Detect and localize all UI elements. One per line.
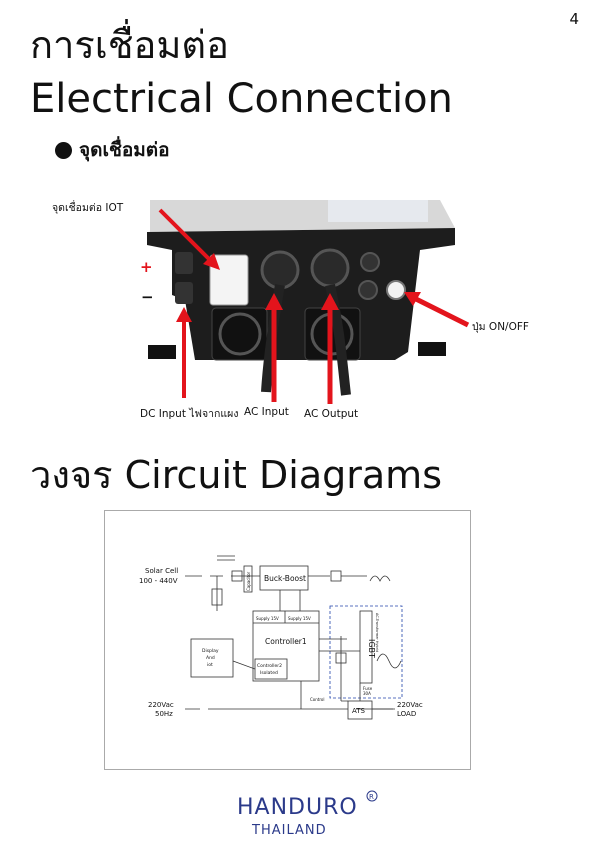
buck-boost-label: Buck-Boost <box>264 574 306 583</box>
plus-label: + <box>140 258 153 276</box>
display-label-3: iot <box>207 662 213 668</box>
ac-input-cable <box>261 284 285 393</box>
page-title-thai: การเชื่อมต่อ <box>30 23 229 67</box>
iot-arrow-line <box>158 208 214 264</box>
control-label: Control <box>310 697 324 702</box>
inverter-label-plate <box>328 200 428 222</box>
minus-label: − <box>141 288 154 306</box>
power-arrow-line <box>414 296 470 328</box>
load-voltage-label: 220Vac <box>397 701 423 709</box>
registered-icon <box>366 790 378 802</box>
controller2-box <box>254 658 288 680</box>
igbt-label: IGBT <box>367 639 376 658</box>
solar-cell-label: Solar Cell <box>145 567 178 575</box>
iot-label: จุดเชื่อมต่อ IOT <box>52 200 124 214</box>
igbt-diode <box>335 652 347 664</box>
ac-wave <box>376 653 402 669</box>
igbt-zone <box>329 605 403 699</box>
dc-input-label: DC Input ไฟจากแผง <box>140 407 238 420</box>
small-gland-bottom <box>358 280 378 300</box>
fan-left-grille <box>218 312 262 356</box>
dc-arrow-head <box>176 307 192 322</box>
igbt-note-label: AC-Transformer Hybrid <box>375 613 379 652</box>
capacitor-box <box>243 565 253 593</box>
inverter-photo: จุดเชื่อมต่อ IOT + − DC Input ไฟจากแผง A… <box>52 200 529 420</box>
logo-registered: R <box>369 793 374 801</box>
ac-input-gland <box>260 250 300 290</box>
circuit-diagram: Solar Cell 100 - 440V Capacitor Buck-Boo… <box>104 510 471 770</box>
page-number: 4 <box>569 10 579 28</box>
controller1-label: Controller1 <box>265 637 307 646</box>
supply1-label: Supply 15V <box>256 616 279 621</box>
ac-output-label: AC Output <box>304 408 358 420</box>
circuit-diagram-title: วงจร Circuit Diagrams <box>30 453 442 497</box>
buck-diode <box>330 570 342 582</box>
dc-wave <box>369 575 391 582</box>
handuro-logo: HANDURO R THAILAND <box>237 788 387 840</box>
solar-diode <box>231 570 243 582</box>
fuse-rating-label: 30A <box>363 691 371 696</box>
igbt-wiring <box>319 636 360 701</box>
igbt-to-ats <box>341 683 361 702</box>
solar-voltage-label: 100 - 440V <box>139 577 178 585</box>
logo-svg: HANDURO R THAILAND <box>237 790 378 838</box>
power-button-label: ปุ่ม ON/OFF <box>472 321 529 333</box>
display-label-2: And <box>206 655 215 661</box>
inverter-foot-right <box>418 342 446 356</box>
dc-connector-positive <box>175 252 193 274</box>
controller1-box <box>252 610 320 682</box>
controller2-label: Controller2 <box>257 663 282 669</box>
power-arrow-head <box>404 292 421 306</box>
ac-input-arrow-head <box>265 293 283 310</box>
inverter-foot-left <box>148 345 176 359</box>
section-heading-text: จุดเชื่อมต่อ <box>79 139 170 161</box>
display-label-1: Display <box>202 648 219 654</box>
section-heading: จุดเชื่อมต่อ <box>55 135 170 165</box>
display-box <box>190 638 234 678</box>
varistor <box>211 588 223 606</box>
supply2-label: Supply 15V <box>288 616 311 621</box>
load-label: LOAD <box>397 710 416 718</box>
igbt-box <box>359 610 373 684</box>
display-link <box>232 660 256 670</box>
ac-in-frequency-label: 50Hz <box>155 710 173 718</box>
circuit-svg: Solar Cell 100 - 440V Capacitor Buck-Boo… <box>139 555 423 720</box>
ac-input-label: AC Input <box>244 406 289 418</box>
fuse-label: Fuse <box>363 686 373 691</box>
ats-label: ATS <box>352 707 366 715</box>
logo-brand: HANDURO <box>237 795 358 820</box>
ac-output-arrow-head <box>321 293 339 310</box>
small-gland-top <box>360 252 380 272</box>
bullet-icon <box>55 141 72 159</box>
power-button <box>386 280 406 300</box>
dc-connector-negative <box>175 282 193 304</box>
isolated-label: Isolated <box>260 670 278 676</box>
buck-boost-box <box>259 565 309 591</box>
ac-output-gland <box>310 248 350 288</box>
capacitor-label: Capacitor <box>246 571 251 591</box>
ac-in-voltage-label: 220Vac <box>148 701 174 709</box>
logo-country: THAILAND <box>251 823 327 838</box>
page-title-english: Electrical Connection <box>30 76 453 122</box>
iot-arrow-head <box>203 253 220 270</box>
iot-module <box>209 254 249 306</box>
buck-to-controller <box>279 590 301 611</box>
